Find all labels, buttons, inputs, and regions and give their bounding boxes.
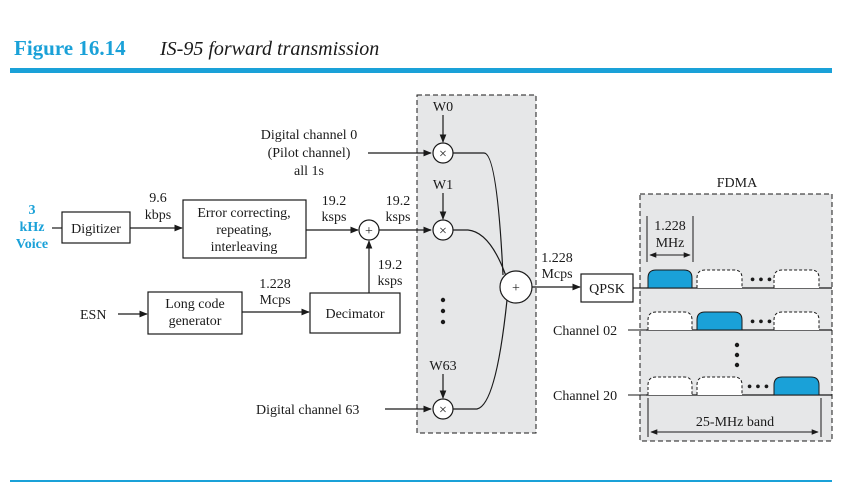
walsh-ellipsis-dot bbox=[440, 308, 446, 314]
row1-dots: • • • bbox=[750, 273, 772, 288]
rate-sum-value: 1.228 bbox=[541, 251, 573, 266]
figure-label: Figure 16.14 bbox=[14, 36, 126, 60]
walsh-ellipsis-dot bbox=[440, 297, 446, 303]
w0-multiplier-symbol: × bbox=[439, 147, 447, 162]
rate-decimator-unit: ksps bbox=[378, 274, 403, 289]
ec-line2: repeating, bbox=[216, 223, 272, 238]
row1-slot2 bbox=[696, 269, 743, 288]
pilot-line3: all 1s bbox=[294, 164, 324, 179]
rate-longcode-unit: Mcps bbox=[259, 293, 290, 308]
voice-line1: 3 bbox=[29, 203, 36, 218]
decimator-box bbox=[309, 292, 401, 334]
row3-dots: • • • bbox=[747, 380, 769, 395]
row3-slot1 bbox=[647, 376, 693, 395]
qpsk-box bbox=[580, 273, 634, 303]
rate-decimator-value: 19.2 bbox=[378, 258, 403, 273]
voice-line3: Voice bbox=[16, 237, 48, 252]
w1-label: W1 bbox=[433, 178, 453, 193]
row2-slot3 bbox=[773, 311, 820, 330]
ec-line1: Error correcting, bbox=[197, 206, 290, 221]
walsh-panel bbox=[416, 94, 537, 434]
esn-label: ESN bbox=[80, 308, 106, 323]
rate-digitizer-value: 9.6 bbox=[149, 191, 167, 206]
pilot-line2: (Pilot channel) bbox=[268, 146, 351, 161]
row3-slot2 bbox=[696, 376, 743, 395]
qpsk-label: QPSK bbox=[589, 282, 625, 297]
rate-adder-value: 19.2 bbox=[386, 194, 411, 209]
fdma-ellipsis-dot bbox=[734, 352, 740, 358]
walsh-ellipsis-dot bbox=[440, 319, 446, 325]
decimator-label: Decimator bbox=[325, 307, 384, 322]
band-label: 25-MHz band bbox=[696, 415, 774, 430]
row1-slot3 bbox=[773, 269, 820, 288]
w63-label: W63 bbox=[429, 359, 456, 374]
row2-slot2 bbox=[696, 311, 743, 331]
rate-adder-unit: ksps bbox=[386, 210, 411, 225]
digitizer-label: Digitizer bbox=[71, 222, 121, 237]
figure-title: IS-95 forward transmission bbox=[160, 38, 380, 60]
top-rule bbox=[10, 68, 832, 73]
w0-label: W0 bbox=[433, 100, 453, 115]
bottom-rule bbox=[10, 480, 832, 482]
rate-ec-value: 19.2 bbox=[322, 194, 347, 209]
pilot-line1: Digital channel 0 bbox=[261, 128, 357, 143]
w1-multiplier-symbol: × bbox=[439, 224, 447, 239]
rate-sum-unit: Mcps bbox=[541, 267, 572, 282]
long-code-box bbox=[147, 291, 243, 335]
bw-value: 1.228 bbox=[654, 219, 686, 234]
fdma-ellipsis-dot bbox=[734, 362, 740, 368]
error-correcting-box bbox=[182, 199, 307, 259]
scrambler-adder-symbol: + bbox=[365, 224, 373, 239]
rate-ec-unit: ksps bbox=[322, 210, 347, 225]
channel02-label: Channel 02 bbox=[553, 324, 617, 339]
fdma-title: FDMA bbox=[717, 176, 758, 191]
rate-longcode-value: 1.228 bbox=[259, 277, 291, 292]
fdma-ellipsis-dot bbox=[734, 342, 740, 348]
long-code-line1: Long code bbox=[165, 297, 224, 312]
rate-digitizer-unit: kbps bbox=[145, 208, 171, 223]
long-code-line2: generator bbox=[169, 314, 222, 329]
channel-summer-symbol: + bbox=[512, 281, 520, 296]
line-w0-sum bbox=[453, 152, 504, 276]
voice-line2: kHz bbox=[20, 220, 45, 235]
ec-line3: interleaving bbox=[211, 240, 278, 255]
row2-slot1 bbox=[647, 311, 693, 330]
channel20-label: Channel 20 bbox=[553, 389, 617, 404]
bw-unit: MHz bbox=[656, 236, 685, 251]
row3-slot3 bbox=[773, 376, 820, 396]
channel63-label: Digital channel 63 bbox=[256, 403, 359, 418]
row1-slot1 bbox=[647, 269, 693, 289]
row2-dots: • • • bbox=[750, 315, 772, 330]
line-w63-sum bbox=[453, 299, 508, 410]
line-w1-sum bbox=[453, 229, 507, 277]
w63-multiplier-symbol: × bbox=[439, 403, 447, 418]
